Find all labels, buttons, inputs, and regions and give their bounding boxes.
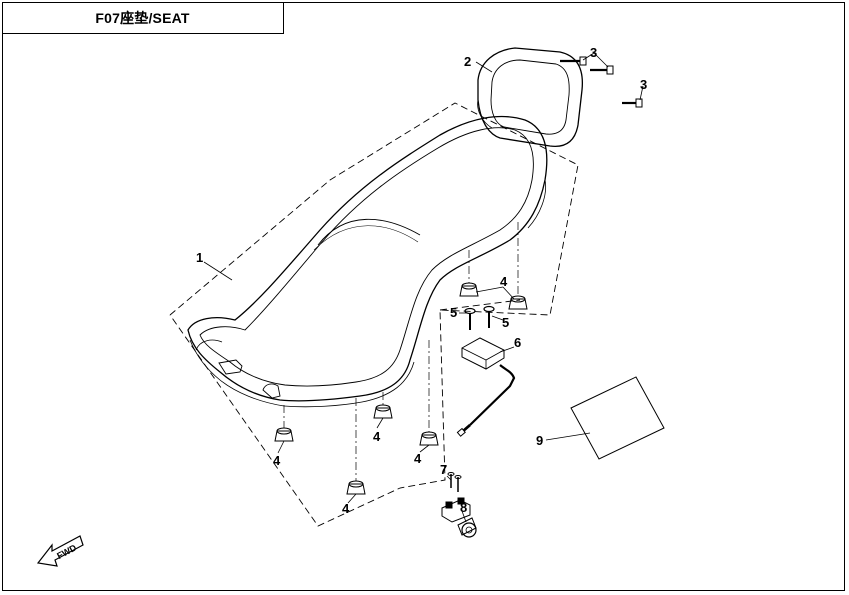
rubber-cushion-e	[274, 427, 294, 442]
callout-5a: 5	[450, 305, 457, 320]
lock-screw-b	[483, 305, 495, 328]
seat-lock-assembly	[456, 337, 516, 437]
title-block: F07座垫/SEAT	[2, 2, 284, 34]
callout-4e: 4	[342, 501, 350, 516]
key-lock	[457, 517, 477, 538]
warning-label-part	[570, 376, 665, 460]
alignment-lines	[283, 222, 519, 481]
backrest-bolt-a	[560, 56, 587, 66]
callout-8: 8	[460, 500, 467, 515]
callout-4b: 4	[373, 429, 381, 444]
leader-lines	[203, 52, 644, 523]
callout-5b: 5	[502, 315, 509, 330]
lock-bracket	[441, 472, 471, 523]
lock-screw-a	[464, 307, 476, 330]
callout-2: 2	[464, 54, 471, 69]
backrest-part	[477, 47, 584, 148]
callout-6: 6	[514, 335, 521, 350]
seat-lock-boundary	[439, 299, 521, 311]
rubber-cushion-b	[508, 295, 528, 310]
rubber-cushion-a	[459, 282, 479, 297]
backrest-bolt-c	[622, 98, 643, 108]
backrest-bolt-b	[590, 65, 614, 75]
assembly-boundary	[169, 102, 579, 527]
callout-4d: 4	[273, 453, 281, 468]
callout-9: 9	[536, 433, 543, 448]
seat-part	[187, 115, 548, 408]
diagram-title: F07座垫/SEAT	[95, 9, 190, 26]
callout-4c: 4	[414, 451, 422, 466]
rubber-cushion-f	[346, 480, 366, 495]
forward-arrow	[36, 535, 84, 567]
callout-1: 1	[196, 250, 203, 265]
callout-7: 7	[440, 462, 447, 477]
rubber-cushion-c	[373, 404, 393, 419]
callout-3b: 3	[640, 77, 647, 92]
callout-3a: 3	[590, 45, 597, 60]
rubber-cushion-d	[419, 431, 439, 446]
callout-4a: 4	[500, 274, 508, 289]
